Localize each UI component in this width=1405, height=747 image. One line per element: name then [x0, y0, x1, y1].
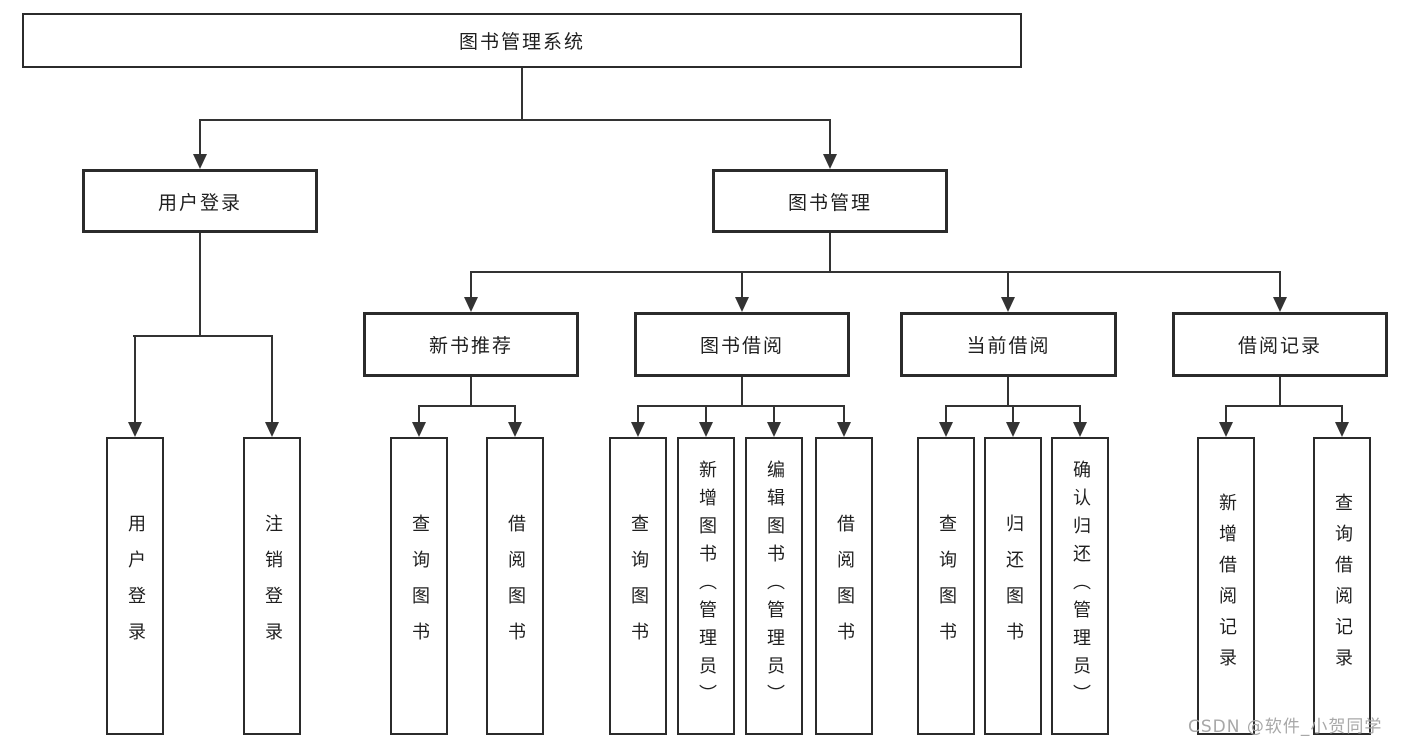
node-borrowing-records-label: 借阅记录: [1237, 335, 1322, 357]
edge-current-borrowing-stem: [1007, 377, 1009, 407]
node-book-management-label: 图书管理: [787, 191, 872, 214]
node-current-borrowing-label: 当前借阅: [966, 335, 1051, 357]
leaf-query-books-current: 查询图书: [917, 437, 975, 735]
arrow-down-icon: [412, 422, 426, 437]
arrow-down-icon: [735, 297, 749, 312]
arrow-down-icon: [128, 422, 142, 437]
edge-root-rail: [199, 119, 831, 121]
node-new-book-recommend: 新书推荐: [363, 312, 579, 377]
leaf-add-books-admin: 新增图书（管理员）: [677, 437, 735, 735]
edge-user-login-stem: [199, 233, 201, 337]
arrow-down-icon: [939, 422, 953, 437]
leaf-label: 查询图书: [628, 514, 649, 658]
leaf-borrow-books-borrowing: 借阅图书: [815, 437, 873, 735]
node-book-management: 图书管理: [712, 169, 948, 233]
edge-new-book-recommend-rail: [418, 405, 516, 407]
leaf-label: 新增借阅记录: [1216, 493, 1237, 679]
node-current-borrowing: 当前借阅: [900, 312, 1117, 377]
arrow-down-icon: [1219, 422, 1233, 437]
leaf-label: 查询图书: [936, 514, 957, 658]
edge-to-user-login: [199, 119, 201, 156]
leaf-logout: 注销登录: [243, 437, 301, 735]
edge-book-management-rail: [470, 271, 1281, 273]
edge-to-leaf: [1225, 405, 1227, 424]
leaf-label: 编辑图书（管理员）: [764, 460, 785, 712]
edge-borrowing-records-rail: [1225, 405, 1343, 407]
leaf-label: 查询借阅记录: [1332, 493, 1353, 679]
edge-book-management-stem: [829, 233, 831, 273]
arrow-down-icon: [699, 422, 713, 437]
leaf-edit-books-admin: 编辑图书（管理员）: [745, 437, 803, 735]
arrow-down-icon: [837, 422, 851, 437]
edge-to-leaf: [773, 405, 775, 424]
edge-to-new-book-recommend: [470, 271, 472, 299]
leaf-label: 查询图书: [409, 514, 430, 658]
edge-to-borrowing-records: [1279, 271, 1281, 299]
edge-to-current-borrowing: [1007, 271, 1009, 299]
arrow-down-icon: [1335, 422, 1349, 437]
arrow-down-icon: [193, 154, 207, 169]
leaf-query-borrow-record: 查询借阅记录: [1313, 437, 1371, 735]
edge-to-leaf: [1341, 405, 1343, 424]
node-book-borrowing-label: 图书借阅: [699, 335, 784, 357]
leaf-label: 借阅图书: [505, 514, 526, 658]
arrow-down-icon: [1073, 422, 1087, 437]
edge-user-login-rail: [133, 335, 273, 337]
leaf-query-books-borrowing: 查询图书: [609, 437, 667, 735]
edge-to-leaf: [843, 405, 845, 424]
leaf-add-borrow-record: 新增借阅记录: [1197, 437, 1255, 735]
edge-to-leaf: [418, 405, 420, 424]
csdn-watermark: CSDN @软件_小贺同学: [1188, 717, 1383, 737]
leaf-label: 用户登录: [125, 514, 146, 658]
edge-to-leaf-user-login: [134, 335, 136, 424]
leaf-label: 确认归还（管理员）: [1070, 460, 1091, 712]
node-root-label: 图书管理系统: [458, 31, 585, 53]
edge-to-book-borrowing: [741, 271, 743, 299]
arrow-down-icon: [508, 422, 522, 437]
arrow-down-icon: [265, 422, 279, 437]
edge-to-leaf: [1079, 405, 1081, 424]
edge-to-book-management: [829, 119, 831, 156]
node-user-login: 用户登录: [82, 169, 318, 233]
edge-root-stem: [521, 68, 523, 121]
arrow-down-icon: [823, 154, 837, 169]
leaf-confirm-return-admin: 确认归还（管理员）: [1051, 437, 1109, 735]
leaf-label: 新增图书（管理员）: [696, 460, 717, 712]
arrow-down-icon: [464, 297, 478, 312]
node-root: 图书管理系统: [22, 13, 1022, 68]
edge-new-book-recommend-stem: [470, 377, 472, 407]
leaf-return-books: 归还图书: [984, 437, 1042, 735]
leaf-label: 借阅图书: [834, 514, 855, 658]
edge-to-leaf-logout: [271, 335, 273, 424]
edge-to-leaf: [1012, 405, 1014, 424]
arrow-down-icon: [767, 422, 781, 437]
edge-to-leaf: [705, 405, 707, 424]
arrow-down-icon: [1001, 297, 1015, 312]
leaf-label: 归还图书: [1003, 514, 1024, 658]
arrow-down-icon: [1006, 422, 1020, 437]
node-book-borrowing: 图书借阅: [634, 312, 850, 377]
edge-book-borrowing-rail: [637, 405, 845, 407]
arrow-down-icon: [631, 422, 645, 437]
leaf-user-login: 用户登录: [106, 437, 164, 735]
edge-borrowing-records-stem: [1279, 377, 1281, 407]
leaf-query-books-recommend: 查询图书: [390, 437, 448, 735]
arrow-down-icon: [1273, 297, 1287, 312]
node-borrowing-records: 借阅记录: [1172, 312, 1388, 377]
edge-to-leaf: [945, 405, 947, 424]
node-new-book-recommend-label: 新书推荐: [428, 335, 513, 357]
edge-to-leaf: [514, 405, 516, 424]
leaf-borrow-books-recommend: 借阅图书: [486, 437, 544, 735]
node-user-login-label: 用户登录: [157, 191, 242, 214]
edge-to-leaf: [637, 405, 639, 424]
edge-book-borrowing-stem: [741, 377, 743, 407]
leaf-label: 注销登录: [262, 514, 283, 658]
